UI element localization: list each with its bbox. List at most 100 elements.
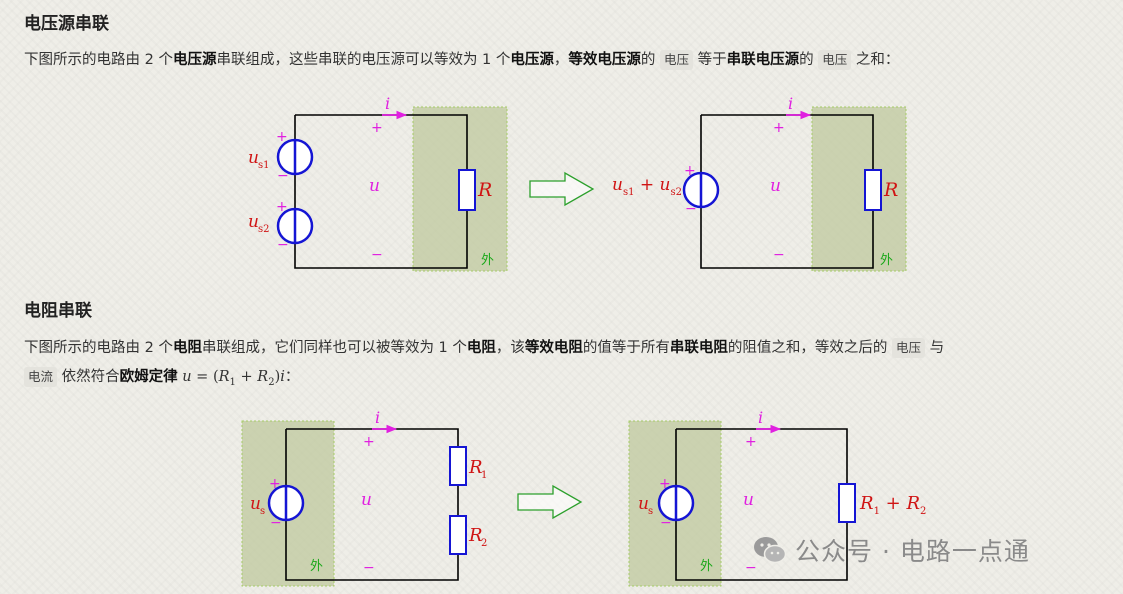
voltage-source-us2 xyxy=(276,207,314,245)
resistor-label: R xyxy=(883,179,898,201)
text: ： xyxy=(284,369,300,385)
voltage-label: u xyxy=(770,176,781,196)
text: 下图所示的电路由 2 个 xyxy=(24,52,173,68)
bold-term: 电压源 xyxy=(172,52,217,68)
source-plus-sign: + xyxy=(684,163,696,179)
outside-region xyxy=(811,106,907,272)
text: 的 xyxy=(640,52,661,68)
bold-term: 等效电压源 xyxy=(568,52,641,68)
subscript: s1 xyxy=(258,160,270,171)
wire-loop xyxy=(700,114,874,269)
text: ，该 xyxy=(495,340,525,356)
voltage-source-us xyxy=(267,484,305,522)
source-minus-sign: − xyxy=(660,515,672,531)
wechat-icon xyxy=(754,537,787,564)
diagram-equivalent-resistor: i + u − + − u s R1 + R2 外 xyxy=(628,408,926,587)
outside-label: 外 xyxy=(310,559,323,574)
text: 的 xyxy=(799,52,819,68)
diagram-series-resistors: i + u − + − u s R 1 R 2 外 xyxy=(241,408,487,587)
resistor-R1 xyxy=(449,446,467,486)
watermark: 公众号 · 电路一点通 xyxy=(753,532,1030,568)
voltage-minus-sign: − xyxy=(363,560,375,576)
voltage-source-us1 xyxy=(276,138,314,176)
text: ， xyxy=(553,52,569,68)
text: 串联组成，这些串联的电压源可以等效为 1 个 xyxy=(216,52,511,68)
subscript: 2 xyxy=(481,538,487,549)
equivalence-arrow xyxy=(517,484,583,520)
resistor-R2 xyxy=(449,515,467,555)
voltage-plus-sign: + xyxy=(773,120,785,136)
section1-paragraph: 下图所示的电路由 2 个电压源串联组成，这些串联的电压源可以等效为 1 个电压源… xyxy=(24,45,899,75)
source-label-us: u xyxy=(638,494,649,514)
voltage-plus-sign: + xyxy=(363,434,375,450)
section2-paragraph-line2: 电流 依然符合欧姆定律 u = (R1 + R2)i： xyxy=(24,362,299,398)
source-label-sum: us1 + us2 xyxy=(612,175,682,198)
outside-label: 外 xyxy=(481,253,494,268)
source-plus-sign: + xyxy=(276,199,288,215)
subscript: s xyxy=(260,506,265,517)
resistor-label-R2: R xyxy=(468,525,483,546)
current-label: i xyxy=(375,408,380,427)
voltage-minus-sign: − xyxy=(745,560,757,576)
source-minus-sign: − xyxy=(277,237,289,253)
subscript: s2 xyxy=(258,224,270,235)
diagram-equivalent-source: i + u − + − us1 + us2 R 外 xyxy=(612,94,907,272)
equivalence-arrow xyxy=(529,171,595,207)
bold-term: 等效电阻 xyxy=(524,340,583,356)
current-label: i xyxy=(758,408,763,427)
bold-term: 电阻 xyxy=(466,340,496,356)
voltage-plus-sign: + xyxy=(745,434,757,450)
subscript: 1 xyxy=(481,470,487,481)
resistor-label-R1: R xyxy=(468,457,483,478)
resistor-label-sum: R1 + R2 xyxy=(859,493,926,517)
voltage-minus-sign: − xyxy=(371,247,383,263)
watermark-text: 公众号 · 电路一点通 xyxy=(795,537,1030,566)
source-plus-sign: + xyxy=(659,476,671,492)
source-minus-sign: − xyxy=(270,515,282,531)
text: 依然符合 xyxy=(57,369,120,385)
diagram-series-sources: i + u − + − + − u s1 u s2 R 外 xyxy=(248,94,508,272)
wire-loop xyxy=(285,428,459,581)
voltage-label: u xyxy=(361,490,372,510)
bold-term: 电阻 xyxy=(172,340,202,356)
bold-term: 欧姆定律 xyxy=(119,369,178,385)
bold-term: 串联电阻 xyxy=(669,340,728,356)
source-minus-sign: − xyxy=(685,201,697,217)
section2-heading: 电阻串联 xyxy=(24,301,92,321)
section2-paragraph-line1: 下图所示的电路由 2 个电阻串联组成，它们同样也可以被等效为 1 个电阻，该等效… xyxy=(24,333,944,363)
outside-label: 外 xyxy=(700,559,713,574)
resistor-R xyxy=(458,169,476,211)
text: 的值等于所有 xyxy=(582,340,670,356)
source-plus-sign: + xyxy=(276,129,288,145)
voltage-minus-sign: − xyxy=(773,247,785,263)
resistor-equivalent xyxy=(838,483,856,523)
voltage-plus-sign: + xyxy=(371,120,383,136)
source-minus-sign: − xyxy=(277,168,289,184)
voltage-label: u xyxy=(369,176,380,196)
current-label: i xyxy=(788,94,793,113)
subscript: s xyxy=(648,506,653,517)
text: 与 xyxy=(925,340,945,356)
source-plus-sign: + xyxy=(269,476,281,492)
resistor-label: R xyxy=(477,179,492,201)
source-label-us1: u xyxy=(248,148,259,168)
text: 等于 xyxy=(693,52,727,68)
current-label: i xyxy=(385,94,390,113)
inline-code-term: 电流 xyxy=(24,367,58,387)
bold-term: 串联电压源 xyxy=(726,52,800,68)
voltage-source-us xyxy=(657,484,695,522)
text: 的阻值之和，等效之后的 xyxy=(727,340,893,356)
ohms-law-formula: u = (R1 + R2)i xyxy=(182,369,285,388)
outside-label: 外 xyxy=(880,253,893,268)
text: 串联组成，它们同样也可以被等效为 1 个 xyxy=(201,340,467,356)
resistor-R xyxy=(864,169,882,211)
bold-term: 电压源 xyxy=(510,52,554,68)
inline-code-term: 电压 xyxy=(660,50,694,70)
wire-loop xyxy=(675,428,848,581)
voltage-source-equivalent xyxy=(682,171,720,209)
section1-heading: 电压源串联 xyxy=(24,14,109,34)
inline-code-term: 电压 xyxy=(892,338,926,358)
voltage-label: u xyxy=(743,490,754,510)
source-label-us2: u xyxy=(248,212,259,232)
